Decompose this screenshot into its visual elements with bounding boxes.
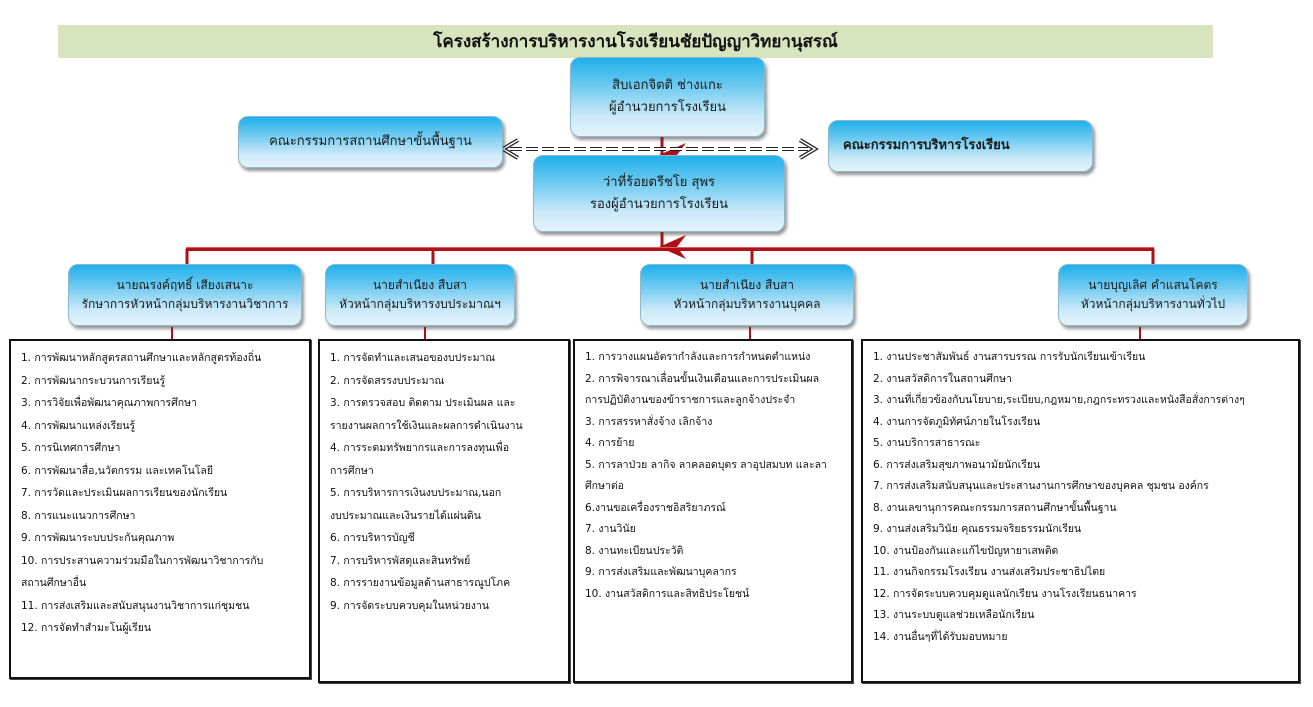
task-item: 10. งานสวัสดิการและสิทธิประโยชน์: [585, 587, 750, 600]
deputy-name: ว่าที่ร้อยตรีชโย สุพร: [602, 174, 716, 190]
task-item: 12. การจัดทำสำมะโนผู้เรียน: [21, 622, 152, 634]
chart-title: โครงสร้างการบริหารงานโรงเรียนชัยปัญญาวิท…: [58, 25, 1213, 58]
task-item: 7. การวัดและประเมินผลการเรียนของนักเรียน: [21, 487, 228, 499]
task-item: 10. งานป้องกันและแก้ไขปัญหายาเสพติด: [873, 544, 1059, 557]
task-item: 11. การส่งเสริมและสนับสนุนงานวิชาการแก่ช…: [21, 599, 250, 612]
task-item: 4. งานการจัดภูมิทัศน์ภายในโรงเรียน: [873, 415, 1041, 428]
task-item: 4. การระดมทรัพยากรและการลงทุนเพื่อ: [330, 442, 510, 454]
task-item: 7. การบริหารพัสดุและสินทรัพย์: [330, 554, 471, 567]
director-node: สิบเอกจิตติ ช่างแกะ ผู้อำนวยการโรงเรียน: [570, 57, 765, 137]
chart-title-text: โครงสร้างการบริหารงานโรงเรียนชัยปัญญาวิท…: [433, 32, 838, 52]
task-list-personnel: 1. การวางแผนอัตรากำลังและการกำหนดตำแหน่ง…: [573, 339, 853, 683]
task-item: 6. การพัฒนาสื่อ,นวัตกรรม และเทคโนโลยี: [21, 464, 213, 477]
director-position: ผู้อำนวยการโรงเรียน: [609, 100, 726, 115]
task-item: 4. การย้าย: [585, 437, 635, 449]
task-item: 7. งานวินัย: [585, 523, 636, 535]
task-item: สถานศึกษาอื่น: [21, 577, 87, 589]
task-item: รายงานผลการใช้เงินและผลการดำเนินงาน: [330, 419, 523, 432]
task-item: 11. งานกิจกรรมโรงเรียน งานส่งเสริมประชาธ…: [873, 566, 1106, 578]
task-item: 13. งานระบบดูแลช่วยเหลือนักเรียน: [873, 609, 1035, 621]
basic-education-committee-node: คณะกรรมการสถานศึกษาขั้นพื้นฐาน: [238, 116, 503, 168]
group-head-position: หัวหน้ากลุ่มบริหารงานบุคคล: [673, 297, 821, 311]
task-item: 4. การพัฒนาแหล่งเรียนรู้: [21, 419, 136, 432]
deputy-position: รองผู้อำนวยการโรงเรียน: [589, 196, 729, 212]
group-head-name: นายบุญเลิศ คำแสนโคตร: [1088, 278, 1218, 292]
task-item: 5. การลาป่วย ลากิจ ลาคลอดบุตร ลาอุปสมบท …: [585, 458, 827, 471]
right-double-arrowhead: [798, 138, 819, 160]
task-item: 1. การพัฒนาหลักสูตรสถานศึกษาและหลักสูตรท…: [21, 352, 262, 364]
task-list-general: 1. งานประชาสัมพันธ์ งานสารบรรณ การรับนัก…: [861, 339, 1300, 683]
task-item: 12. การจัดระบบควบคุมดูแลนักเรียน งานโรงเ…: [873, 587, 1137, 600]
task-item: 5. งานบริการสาธารณะ: [873, 437, 981, 449]
task-item: 2. การพัฒนากระบวนการเรียนรู้: [21, 374, 166, 387]
task-item: 10. การประสานความร่วมมือในการพัฒนาวิชากา…: [21, 554, 264, 567]
task-item: 14. งานอื่นๆที่ได้รับมอบหมาย: [873, 630, 1008, 643]
task-item: 3. การวิจัยเพื่อพัฒนาคุณภาพการศึกษา: [21, 397, 197, 409]
school-admin-committee-label: คณะกรรมการบริหารโรงเรียน: [843, 138, 1010, 153]
task-item: 3. งานที่เกี่ยวข้องกับนโยบาย,ระเบียบ,กฎห…: [873, 394, 1245, 406]
deputy-director-node: ว่าที่ร้อยตรีชโย สุพร รองผู้อำนวยการโรงเ…: [533, 155, 785, 232]
group-head-name: นายสำเนียง สืบสา: [372, 278, 468, 292]
task-item: 2. การจัดสรรงบประมาณ: [330, 374, 445, 387]
group-head-position: รักษาการหัวหน้ากลุ่มบริหารงานวิชาการ: [81, 297, 289, 311]
task-item: 3. การตรวจสอบ ติดตาม ประเมินผล และ: [330, 397, 516, 409]
task-list-budget: 1. การจัดทำและเสนอของบประมาณ 2. การจัดสร…: [318, 339, 570, 683]
group-head-academic: นายณรงค์ฤทธิ์ เสียงเสนาะ รักษาการหัวหน้า…: [68, 264, 302, 326]
school-admin-committee-node: คณะกรรมการบริหารโรงเรียน: [828, 120, 1093, 172]
group-head-budget: นายสำเนียง สืบสา หัวหน้ากลุ่มบริหารงบประ…: [325, 264, 515, 326]
task-item: 7. การส่งเสริมสนับสนุนและประสานงานการศึก…: [873, 480, 1209, 492]
task-item: 9. การจัดระบบควบคุมในหน่วยงาน: [330, 599, 490, 612]
task-item: งบประมาณและเงินรายได้แผ่นดิน: [330, 509, 481, 522]
task-item: 8. งานเลขานุการคณะกรรมการสถานศึกษาขั้นพื…: [873, 501, 1117, 514]
task-item: 2. การพิจารณาเลื่อนขั้นเงินเดือนและการปร…: [585, 372, 820, 385]
group-head-name: นายณรงค์ฤทธิ์ เสียงเสนาะ: [116, 278, 254, 292]
basic-education-committee-label: คณะกรรมการสถานศึกษาขั้นพื้นฐาน: [269, 134, 472, 149]
task-item: 9. การส่งเสริมและพัฒนาบุคลากร: [585, 566, 737, 578]
task-item: 8. งานทะเบียนประวัติ: [585, 544, 684, 557]
task-item: 8. การรายงานข้อมูลด้านสาธารณูปโภค: [330, 577, 511, 589]
group-head-position: หัวหน้ากลุ่มบริหารงบประมาณฯ: [339, 297, 501, 311]
task-item: 2. งานสวัสดิการในสถานศึกษา: [873, 372, 1012, 385]
task-item: 3. การสรรหาสั่งจ้าง เลิกจ้าง: [585, 415, 713, 428]
task-item: 5. การบริหารการเงินงบประมาณ,นอก: [330, 487, 502, 499]
task-item: 6.งานขอเครื่องราชอิสริยาภรณ์: [585, 501, 726, 514]
task-item: 9. งานส่งเสริมวินัย คุณธรรมจริยธรรมนักเร…: [873, 523, 1082, 535]
task-item: 6. การส่งเสริมสุขภาพอนามัยนักเรียน: [873, 458, 1041, 471]
group-head-personnel: นายสำเนียง สืบสา หัวหน้ากลุ่มบริหารงานบุ…: [640, 264, 854, 326]
task-item: 5. การนิเทศการศึกษา: [21, 442, 121, 454]
task-item: 9. การพัฒนาระบบประกันคุณภาพ: [21, 532, 175, 544]
task-item: การปฏิบัติงานของข้าราชการและลูกจ้างประจำ: [585, 394, 796, 406]
group-head-position: หัวหน้ากลุ่มบริหารงานทั่วไป: [1080, 297, 1226, 311]
task-item: ศึกษาต่อ: [585, 480, 624, 492]
left-double-arrowhead: [499, 138, 520, 160]
task-item: 1. งานประชาสัมพันธ์ งานสารบรรณ การรับนัก…: [873, 351, 1146, 363]
task-item: 1. การวางแผนอัตรากำลังและการกำหนดตำแหน่ง: [585, 351, 811, 363]
task-item: การศึกษา: [330, 464, 374, 477]
group-head-name: นายสำเนียง สืบสา: [699, 278, 795, 292]
task-list-academic: 1. การพัฒนาหลักสูตรสถานศึกษาและหลักสูตรท…: [9, 339, 311, 679]
task-item: 1. การจัดทำและเสนอของบประมาณ: [330, 352, 496, 364]
task-item: 6. การบริหารบัญชี: [330, 532, 415, 544]
director-name: สิบเอกจิตติ ช่างแกะ: [612, 78, 723, 93]
group-head-general: นายบุญเลิศ คำแสนโคตร หัวหน้ากลุ่มบริหารง…: [1058, 264, 1248, 326]
task-item: 8. การแนะแนวการศึกษา: [21, 509, 136, 522]
